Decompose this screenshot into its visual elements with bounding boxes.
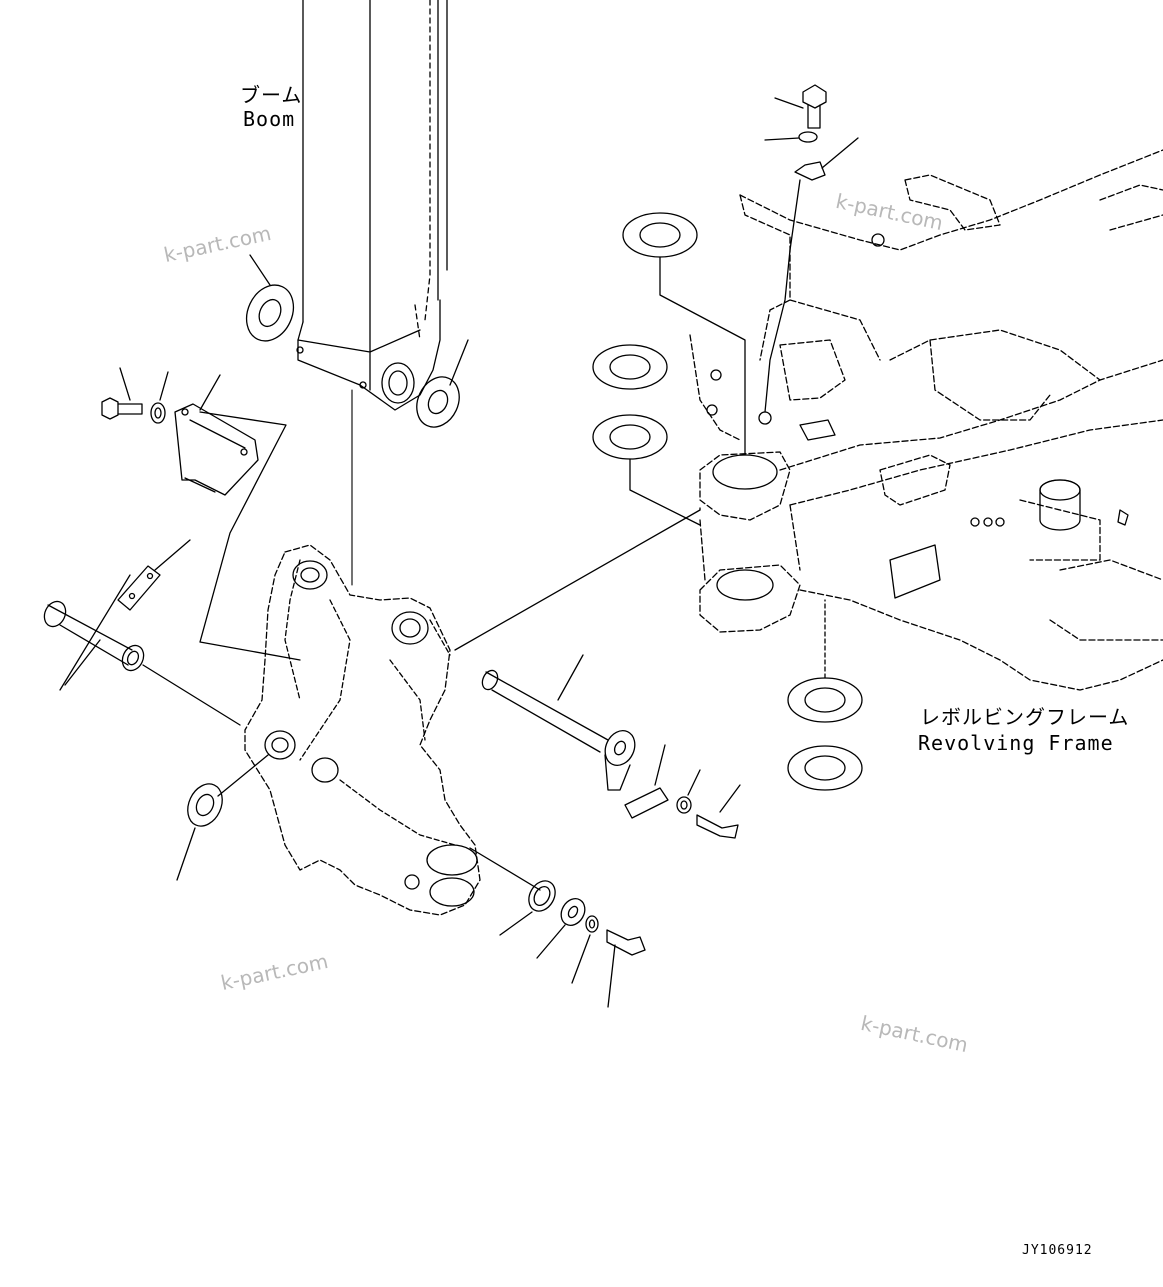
top-bolt-assembly	[764, 84, 859, 413]
boom-label-en: Boom	[243, 107, 296, 131]
main-pin	[454, 507, 701, 791]
boom-label-jp: ブーム	[240, 83, 303, 107]
plate-bolt	[101, 367, 169, 424]
frame-washers-bottom	[787, 599, 863, 791]
boom-washer-right	[416, 339, 469, 428]
pin-lock-plate	[624, 744, 741, 839]
swing-bracket	[244, 544, 481, 916]
frame-label-en: Revolving Frame	[918, 731, 1114, 755]
boom	[296, 0, 448, 411]
cover-plate	[174, 374, 301, 661]
drawing-code: JY106912	[1022, 1243, 1093, 1258]
boom-washer-left	[245, 254, 295, 342]
bottom-hardware	[469, 847, 646, 1008]
revolving-frame	[689, 149, 1163, 691]
frame-label-jp: レボルビングフレーム	[920, 705, 1130, 729]
left-lock-plate	[59, 539, 191, 691]
left-pin	[43, 600, 241, 726]
bracket-washer	[176, 754, 269, 881]
frame-washers-left	[592, 212, 746, 526]
